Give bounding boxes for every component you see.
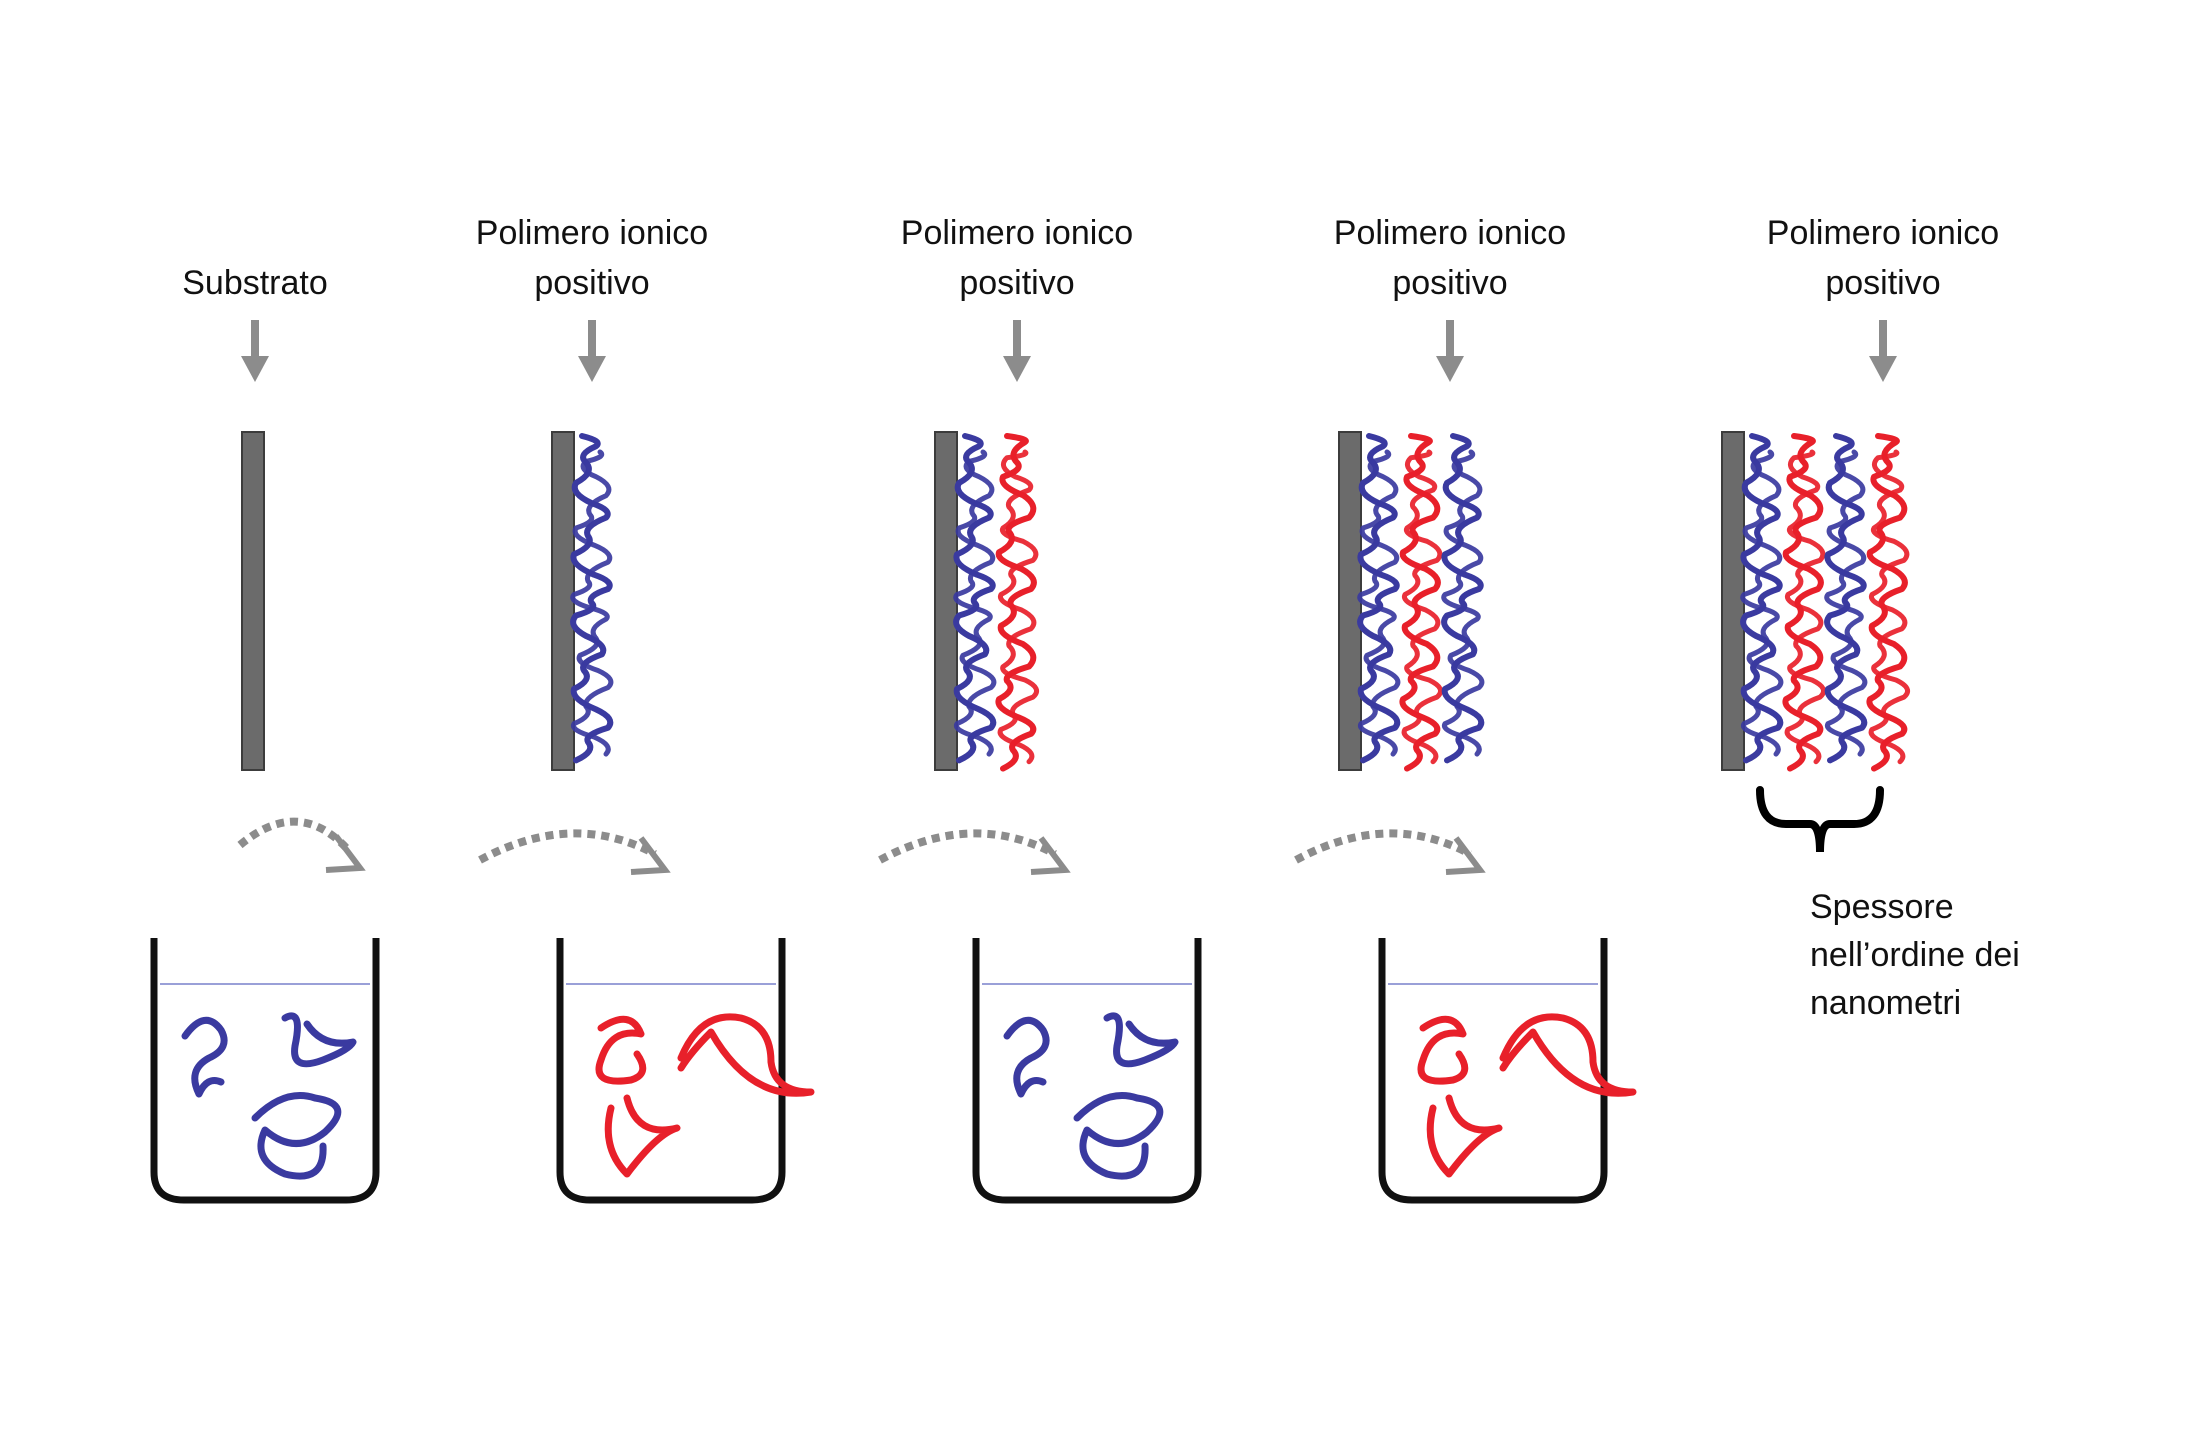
stage-2-down-arrow-icon	[578, 320, 606, 382]
stage-1-coated-substrate	[241, 431, 265, 771]
beaker-2-outline	[556, 938, 786, 1204]
transfer-arrow-1-icon	[237, 817, 366, 873]
beaker-3-blue-polymer-coil-1	[1003, 1017, 1050, 1098]
stage-5-label-line-1: Polimero ionico	[1767, 214, 1999, 252]
stage-3-coated-substrate	[934, 431, 1040, 772]
stage-4-down-arrow-icon	[1436, 320, 1464, 382]
stage-1-down-arrow-icon	[241, 320, 269, 382]
beaker-1-blue-polymer-coil-1	[181, 1017, 228, 1098]
beaker-3-outline	[972, 938, 1202, 1204]
stage-4-layer-1-blue-polymer	[1357, 433, 1401, 764]
beaker-4-outline	[1378, 938, 1608, 1204]
stage-2-substrate	[551, 431, 575, 771]
stage-4-label-line-1: Polimero ionico	[1334, 214, 1566, 252]
stage-5-layer-1-blue-polymer	[1740, 433, 1784, 764]
stage-5-substrate	[1721, 431, 1745, 771]
stage-5-layer-3-blue-polymer	[1824, 433, 1868, 764]
stage-4-substrate	[1338, 431, 1362, 771]
stage-1-label-line-1: Substrato	[182, 264, 328, 302]
thickness-brace-icon	[1756, 786, 1884, 853]
stage-1-substrate	[241, 431, 265, 771]
stage-3-down-arrow-icon	[1003, 320, 1031, 382]
stage-3-label-line-2: positivo	[959, 264, 1074, 302]
stage-3-substrate	[934, 431, 958, 771]
beaker-2-red-polymer-coil-3	[604, 1094, 681, 1178]
beaker-1	[150, 938, 380, 1204]
stage-4-coated-substrate	[1338, 431, 1485, 772]
beaker-4-red-polymer-coil-2	[1499, 1013, 1637, 1097]
stage-2-label-line-2: positivo	[534, 264, 649, 302]
stage-5-down-arrow-icon	[1869, 320, 1897, 382]
stage-2-label-line-1: Polimero ionico	[476, 214, 708, 252]
beaker-4-red-polymer-coil-1	[1417, 1015, 1469, 1085]
beaker-2	[556, 938, 815, 1204]
beaker-3-blue-polymer-coil-2	[1103, 1012, 1179, 1068]
beaker-4	[1378, 938, 1637, 1204]
beaker-1-blue-polymer-coil-3	[251, 1092, 342, 1180]
beaker-3	[972, 938, 1202, 1204]
beaker-1-outline	[150, 938, 380, 1204]
stage-4-label-line-2: positivo	[1392, 264, 1507, 302]
transfer-arrow-2-icon	[478, 829, 671, 875]
stage-5-coated-substrate	[1721, 431, 1911, 772]
beaker-1-blue-polymer-coil-2	[281, 1012, 357, 1068]
stage-2-coated-substrate	[551, 431, 614, 771]
thickness-note-line-1: Spessore	[1810, 888, 1954, 926]
stage-5-label-line-2: positivo	[1825, 264, 1940, 302]
thickness-note-line-2: nell’ordine dei	[1810, 936, 2020, 974]
stage-4-layer-3-blue-polymer	[1441, 433, 1485, 764]
transfer-arrow-3-icon	[878, 829, 1071, 875]
stage-3-layer-1-blue-polymer	[953, 433, 997, 764]
stage-2-layer-1-blue-polymer	[570, 433, 614, 764]
thickness-note-line-3: nanometri	[1810, 984, 1961, 1022]
beaker-2-red-polymer-coil-2	[677, 1013, 815, 1097]
transfer-arrow-4-icon	[1294, 829, 1486, 875]
beaker-4-red-polymer-coil-3	[1426, 1094, 1503, 1178]
beaker-3-blue-polymer-coil-3	[1073, 1092, 1164, 1180]
beaker-2-red-polymer-coil-1	[595, 1015, 647, 1085]
stage-3-label-line-1: Polimero ionico	[901, 214, 1133, 252]
